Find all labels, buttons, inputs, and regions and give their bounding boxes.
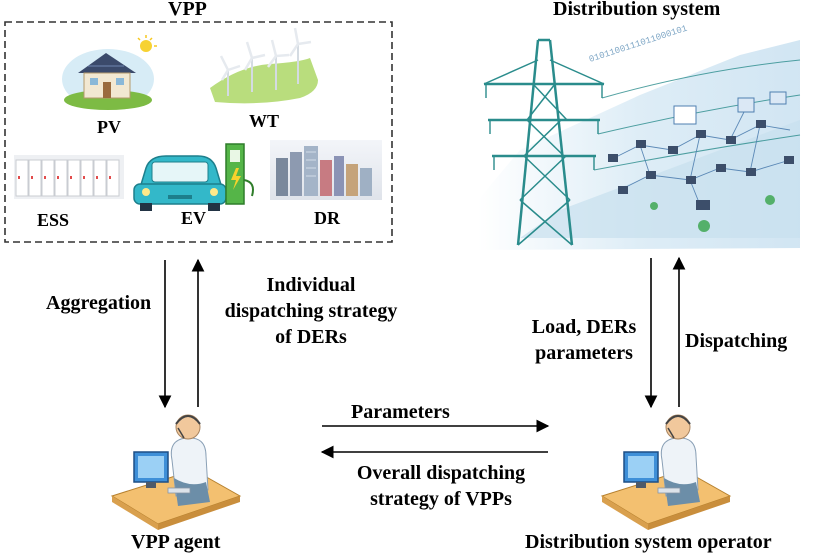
individual-line-3: of DERs (275, 326, 347, 348)
pv-house-icon (62, 35, 157, 110)
vpp-agent-icon (110, 414, 242, 530)
wt-label: WT (249, 111, 280, 131)
overall-line-1: Overall dispatching (356, 462, 526, 484)
overall-dispatch-label: Overall dispatching strategy of VPPs (323, 460, 559, 512)
ev-label: EV (181, 208, 207, 228)
vpp-title: VPP (168, 0, 207, 20)
load-params-line-1: Load, DERs (531, 316, 637, 338)
dispatching-label: Dispatching (685, 330, 788, 352)
dr-label: DR (314, 208, 340, 228)
vpp-box (4, 21, 393, 243)
dso-operator-icon (600, 414, 732, 530)
wind-turbine-icon (210, 27, 318, 104)
vpp-agent-label: VPP agent (131, 531, 221, 553)
dr-buildings-icon (270, 140, 382, 200)
ess-label: ESS (37, 210, 70, 230)
distribution-title: Distribution system (553, 0, 721, 20)
dso-label: Distribution system operator (525, 531, 772, 553)
ess-battery-icon (14, 155, 124, 199)
individual-line-1: Individual (266, 274, 356, 296)
distribution-network-image (478, 38, 801, 250)
ev-car-icon (130, 143, 254, 211)
pv-label: PV (97, 117, 121, 137)
aggregation-label: Aggregation (46, 292, 152, 314)
overall-line-2: strategy of VPPs (370, 488, 512, 510)
load-params-label: Load, DERs parameters (522, 314, 646, 366)
parameters-label: Parameters (351, 401, 450, 423)
individual-line-2: dispatching strategy (224, 300, 398, 322)
individual-dispatch-label: Individual dispatching strategy of DERs (204, 272, 418, 350)
load-params-line-2: parameters (535, 342, 633, 364)
digit-stream: 0101100111011000101 (588, 24, 689, 65)
